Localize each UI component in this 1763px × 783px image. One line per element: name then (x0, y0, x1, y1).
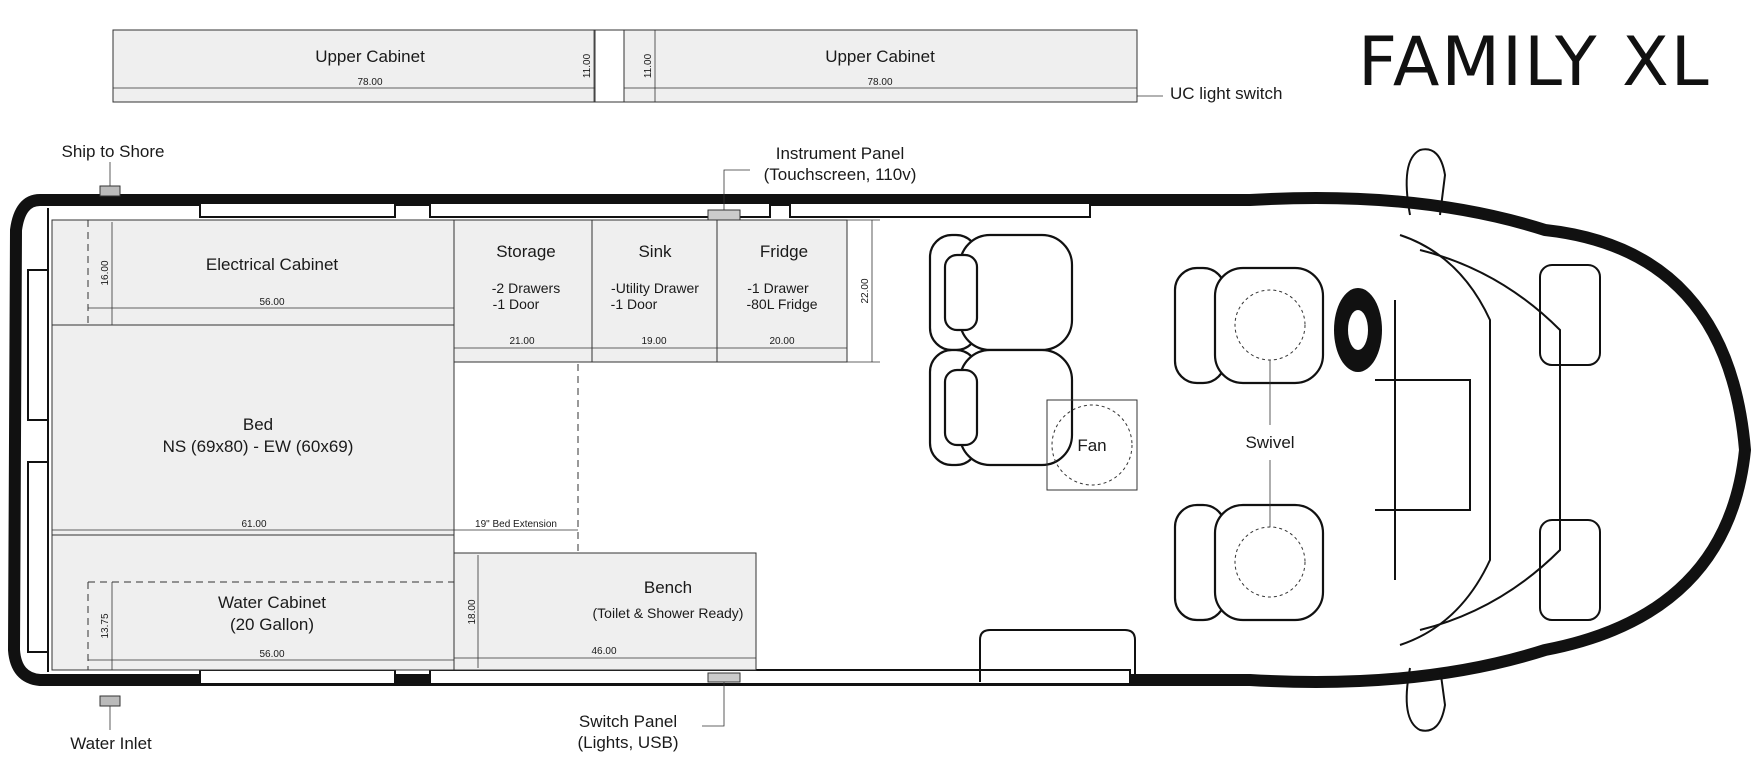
mirror-bottom-icon (1405, 667, 1447, 732)
fridge-note-1: -1 Drawer (747, 280, 809, 296)
bench-width: 46.00 (591, 646, 616, 657)
fridge-dim: 20.00 (769, 336, 794, 347)
sink-note-1: -Utility Drawer (611, 280, 699, 296)
upper-cabinet-strip: Upper Cabinet 78.00 11.00 Upper Cabinet … (112, 29, 1282, 103)
galley: Storage -2 Drawers -1 Door 21.00 Sink -U… (453, 219, 880, 363)
mirror-top-icon (1405, 148, 1447, 216)
sink-note-2: -1 Door (611, 296, 658, 312)
bench: Bench (Toilet & Shower Ready) 46.00 18.0… (453, 552, 757, 671)
upper-cabinet-right (623, 29, 1138, 103)
passenger-seat (1173, 503, 1325, 622)
brand-title: FAMILY XL (1358, 23, 1711, 102)
upper-cabinet-left-depth: 11.00 (582, 53, 593, 78)
water-cabinet-width: 56.00 (259, 649, 284, 660)
fan-label: Fan (1077, 436, 1106, 455)
fan-icon (1051, 404, 1133, 486)
van-body (8, 148, 1751, 732)
instrument-panel-label: Instrument Panel (776, 144, 905, 163)
window-top-1 (199, 202, 396, 218)
fridge-note-2: -80L Fridge (746, 296, 817, 312)
upper-cabinet-left (112, 29, 596, 103)
rear-door-panel-top (27, 269, 49, 421)
window-bottom-2 (429, 669, 1131, 685)
water-cabinet-label: Water Cabinet (218, 593, 326, 612)
swivel-label: Swivel (1245, 433, 1294, 452)
upper-cabinet-left-label: Upper Cabinet (315, 47, 425, 66)
headlight-top (1539, 264, 1601, 366)
bench-label: Bench (644, 578, 692, 597)
upper-cabinet-right-depth: 11.00 (643, 53, 654, 78)
instrument-panel-sublabel: (Touchscreen, 110v) (764, 165, 917, 184)
electrical-cabinet-depth: 16.00 (100, 260, 111, 285)
ship-to-shore-label: Ship to Shore (61, 142, 164, 161)
window-bottom-1 (199, 669, 396, 685)
van-outline (8, 192, 1751, 688)
uc-light-switch-label: UC light switch (1170, 84, 1282, 103)
bed-size-label: NS (69x80) - EW (60x69) (163, 437, 354, 456)
sliding-door-step (979, 629, 1136, 682)
water-cabinet: Water Cabinet (20 Gallon) 56.00 13.75 (51, 534, 455, 671)
rear-seat-bottom (928, 348, 1074, 467)
electrical-cabinet-label: Electrical Cabinet (206, 255, 339, 274)
bench-note: (Toilet & Shower Ready) (593, 605, 744, 621)
rear-seats (928, 233, 1074, 467)
bed-label: Bed (243, 415, 273, 434)
bed-extension-label: 19" Bed Extension (475, 519, 557, 530)
storage-dim: 21.00 (509, 336, 534, 347)
front-seats: Swivel (1173, 266, 1325, 622)
sink-dim: 19.00 (641, 336, 666, 347)
windshield-line (1399, 234, 1491, 646)
galley-depth: 22.00 (860, 278, 871, 303)
upper-cabinet-gap (594, 29, 625, 103)
sink-label: Sink (638, 242, 672, 261)
storage-note-2: -1 Door (493, 296, 540, 312)
bed-width: 61.00 (241, 519, 266, 530)
switch-panel-label: Switch Panel (579, 712, 677, 731)
fan: Fan (1046, 399, 1138, 491)
window-top-3 (789, 202, 1091, 218)
electrical-cabinet: Electrical Cabinet 56.00 16.00 (51, 219, 455, 326)
upper-cabinet-right-width: 78.00 (867, 77, 892, 88)
storage-note-1: -2 Drawers (492, 280, 560, 296)
callouts: Ship to Shore Water Inlet Instrument Pan… (61, 142, 916, 753)
water-inlet-label: Water Inlet (70, 734, 152, 753)
driver-seat (1173, 266, 1325, 385)
headlight-bottom (1539, 519, 1601, 621)
switch-panel-sublabel: (Lights, USB) (577, 733, 678, 752)
upper-cabinet-left-width: 78.00 (357, 77, 382, 88)
rear-seat-top (928, 233, 1074, 352)
bed-zone: Bed NS (69x80) - EW (60x69) 61.00 19" Be… (51, 220, 579, 670)
ship-to-shore-port (99, 185, 121, 197)
hood-line (1419, 249, 1561, 631)
water-inlet-port (99, 695, 121, 707)
water-cabinet-capacity: (20 Gallon) (230, 615, 314, 634)
upper-cabinet-right-label: Upper Cabinet (825, 47, 935, 66)
fridge-label: Fridge (760, 242, 808, 261)
switch-panel-marker (707, 672, 741, 683)
storage-label: Storage (496, 242, 556, 261)
instrument-panel-marker (707, 209, 741, 221)
bench-depth: 18.00 (467, 599, 478, 624)
dashboard (1375, 300, 1471, 580)
water-cabinet-depth: 13.75 (100, 613, 111, 638)
electrical-cabinet-width: 56.00 (259, 297, 284, 308)
rear-door-panel-bottom (27, 461, 49, 653)
window-top-2 (429, 202, 771, 218)
